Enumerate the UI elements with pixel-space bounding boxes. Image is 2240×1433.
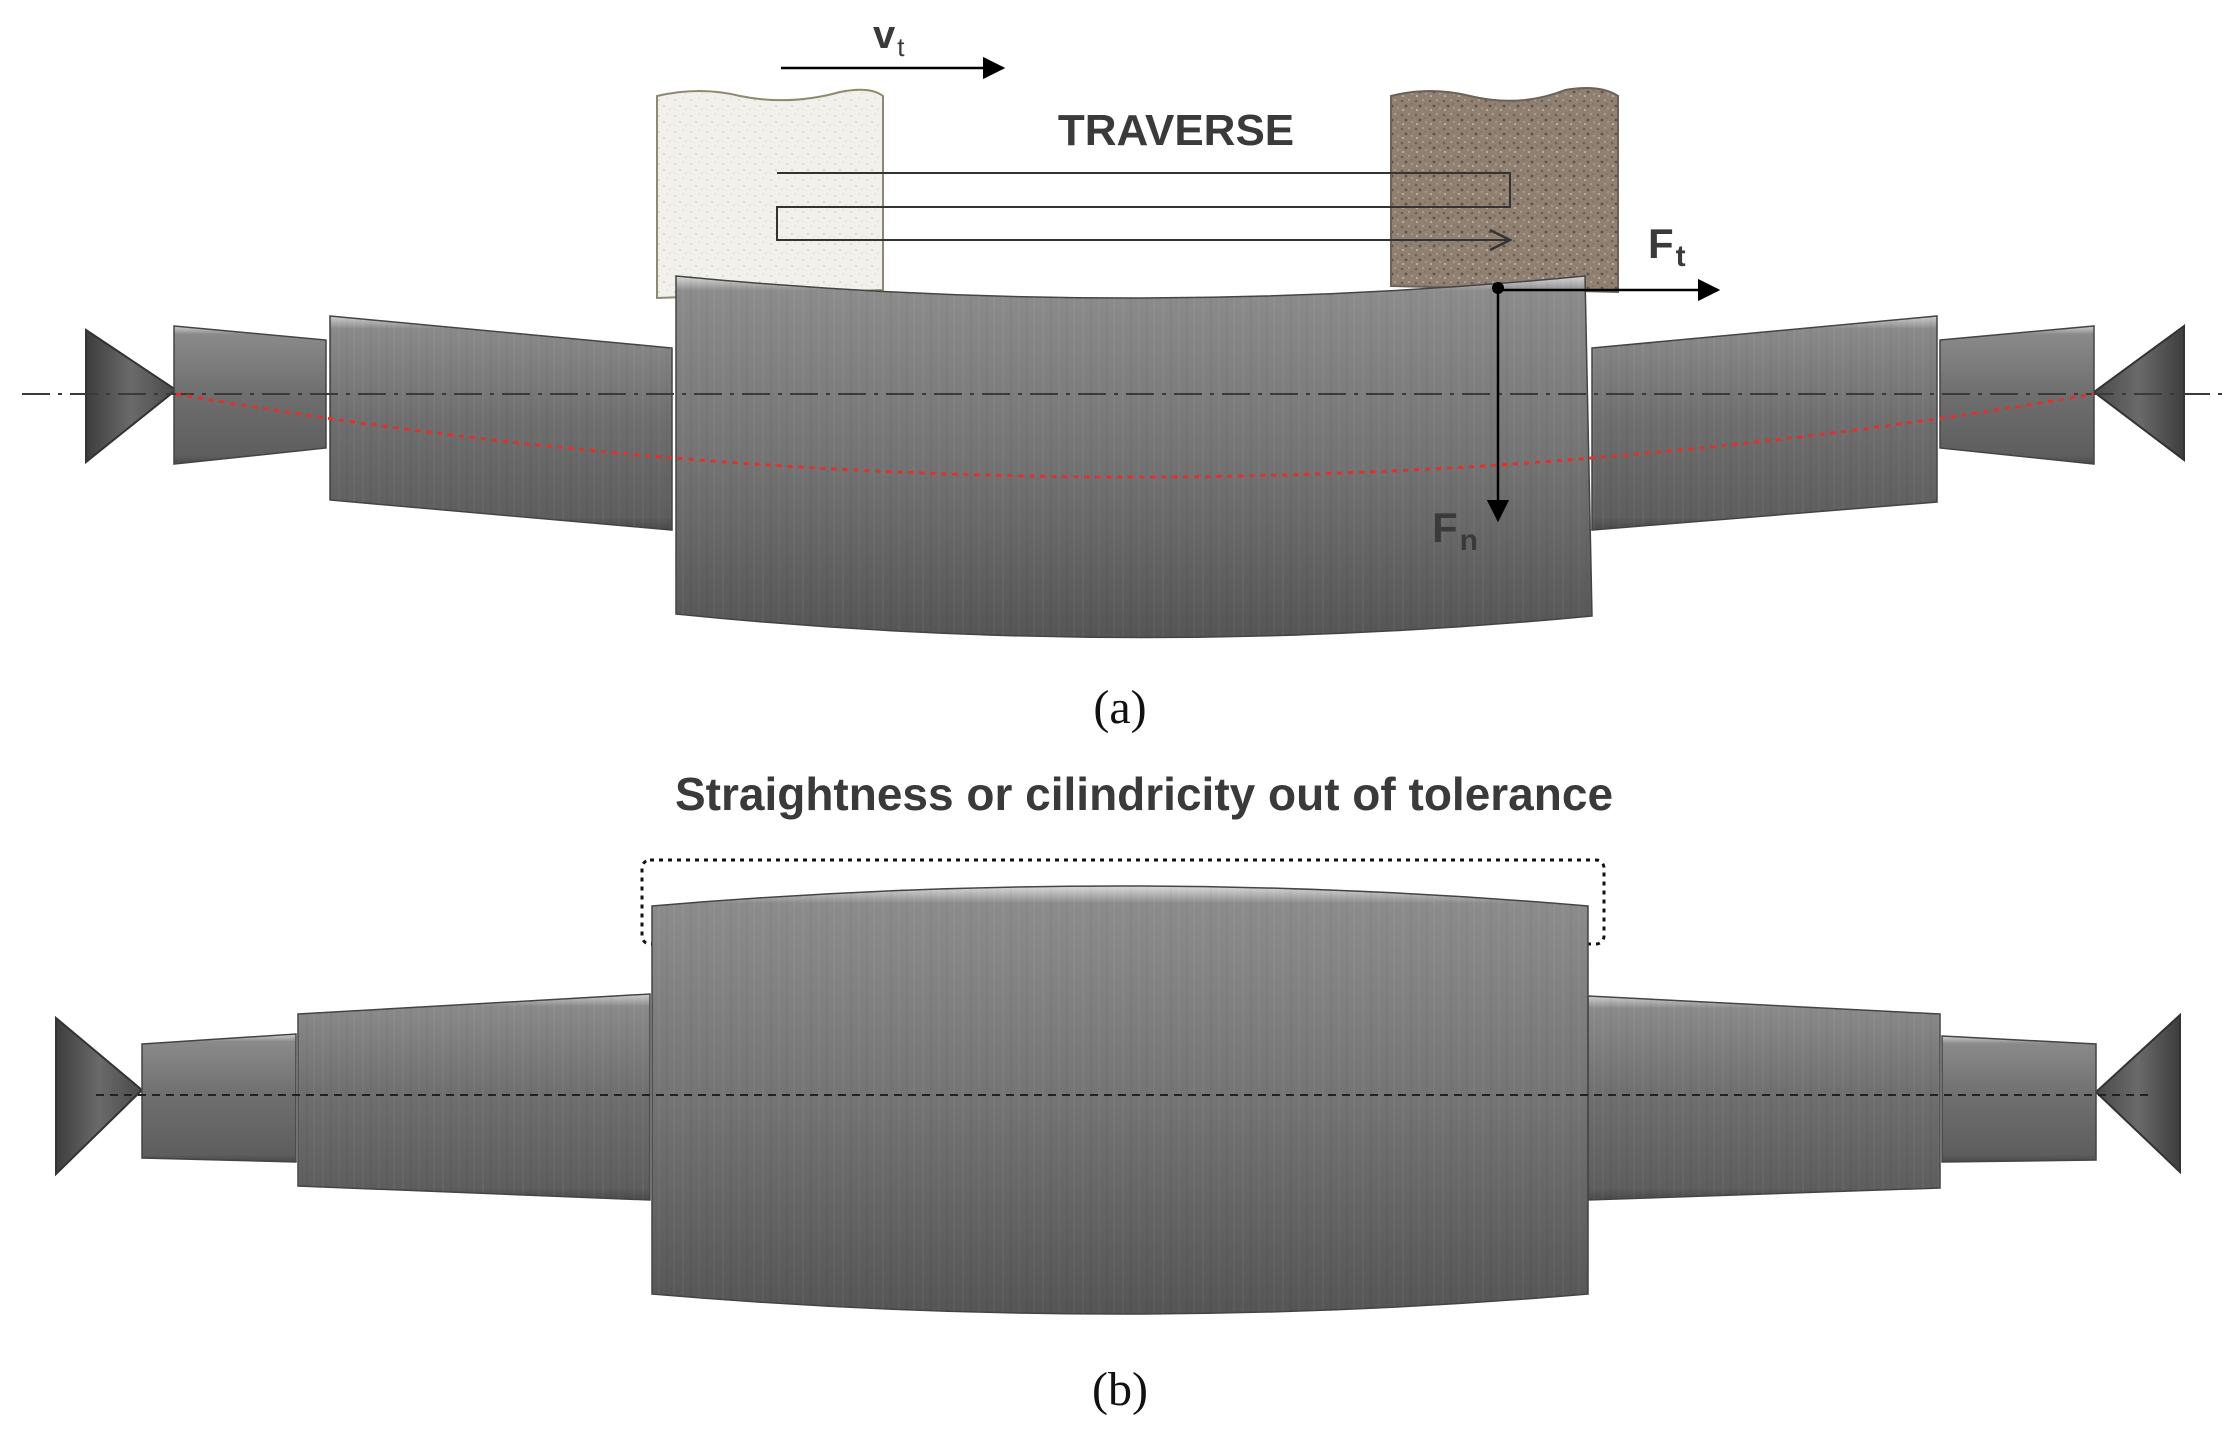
tolerance-highlight-box xyxy=(640,858,1606,946)
finished-shaft xyxy=(141,885,2097,1315)
grinding-wheel xyxy=(1390,87,1619,294)
panel-b: Straightness or cilindricity out of tole… xyxy=(55,768,2181,1416)
left-center-point xyxy=(85,328,178,465)
caption-b: (b) xyxy=(1092,1363,1148,1416)
right-center-point xyxy=(2094,1012,2181,1175)
deflected-shaft xyxy=(173,275,2095,639)
velocity-label: vt xyxy=(873,13,905,62)
normal-force-label: Fn xyxy=(1432,504,1478,557)
panel-a: vt TRAVERSE Ft Fn xyxy=(22,13,2226,734)
caption-a: (a) xyxy=(1093,681,1146,734)
tangential-force-label: Ft xyxy=(1648,220,1686,273)
tolerance-label: Straightness or cilindricity out of tole… xyxy=(675,768,1613,820)
traverse-path xyxy=(776,172,1510,240)
deflection-curve xyxy=(175,392,2095,479)
shaft-step-left-outer xyxy=(141,1033,297,1163)
traverse-label: TRAVERSE xyxy=(1058,106,1294,155)
shaft-step-right-outer xyxy=(1941,1035,2097,1163)
regulating-wheel xyxy=(656,88,884,300)
